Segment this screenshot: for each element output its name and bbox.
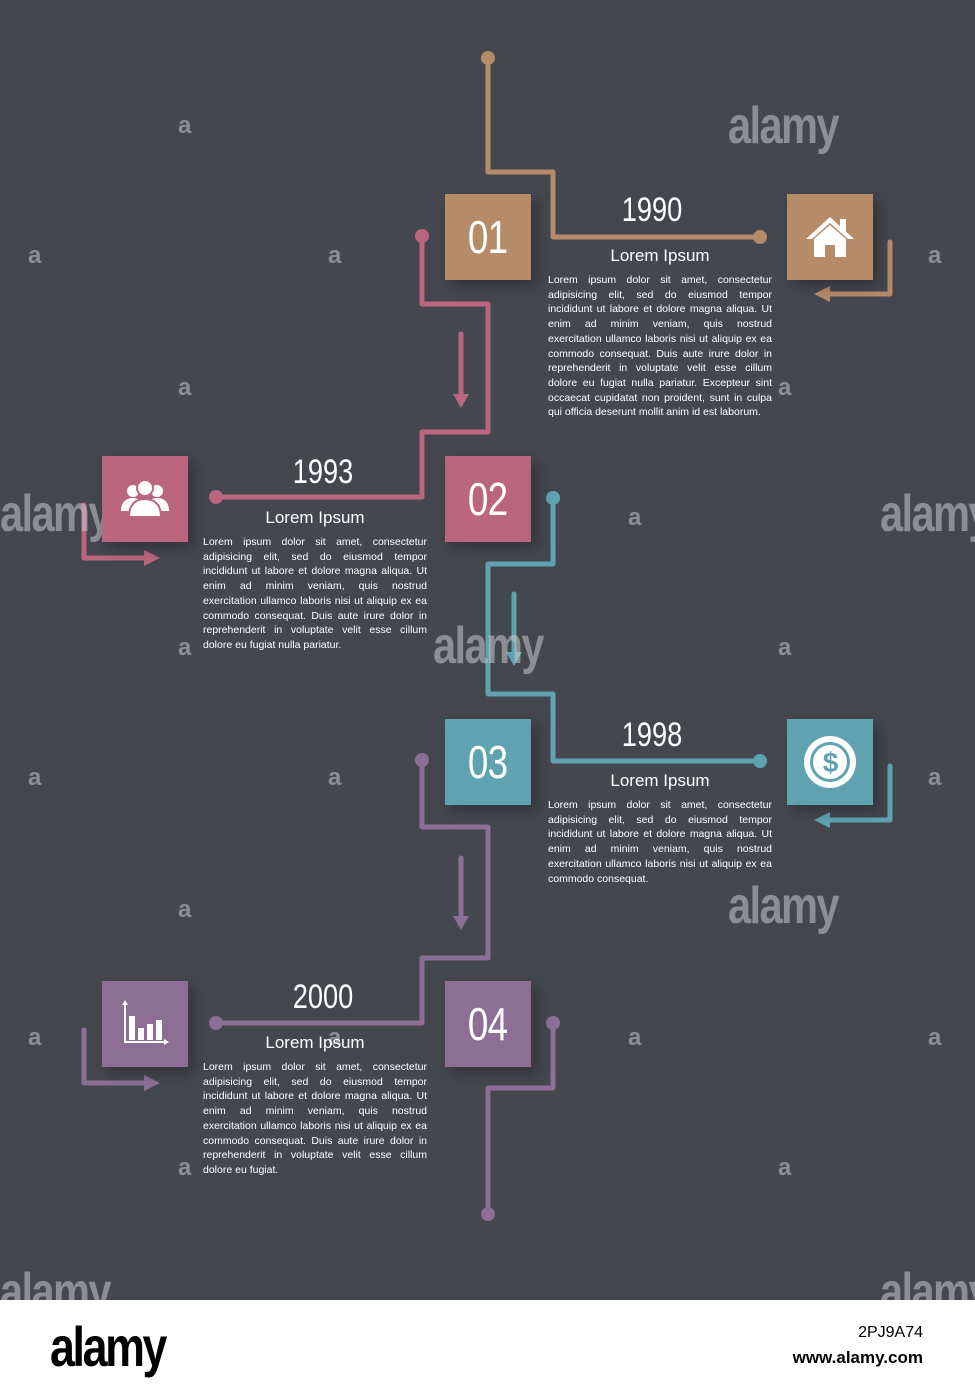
corner-arrow-step-2 [81,502,151,561]
arrowhead [453,916,469,930]
connector-tail [485,1020,556,1217]
home-icon [806,217,854,257]
arrowhead [453,394,469,408]
watermark-small: a [928,1024,942,1051]
step-title: Lorem Ipsum [265,508,365,527]
watermark-small: a [778,634,792,661]
watermark-small: a [928,764,942,791]
watermark: alamy [880,485,975,543]
watermark: alamy [728,97,840,155]
endpoint-dot [209,490,223,504]
watermark-small: a [28,1024,42,1051]
step-number: 02 [468,473,508,525]
step-icon-box-04 [102,981,188,1067]
arrowhead [814,286,830,302]
step-description: Lorem ipsum dolor sit amet, consectetur … [203,536,427,651]
watermark-small: a [178,896,192,923]
endpoint-dot [546,491,560,505]
step-number-box-02: 02 [445,456,531,542]
arrowhead [144,550,160,566]
watermark-small: a [778,374,792,401]
step-number-box-04: 04 [445,981,531,1067]
endpoint-dot [481,1207,495,1221]
footer-url: www.alamy.com [792,1348,923,1367]
endpoint-dot [481,51,495,65]
watermark-small: a [328,1024,342,1051]
watermark-small: a [778,1154,792,1181]
timeline-connectors [81,51,893,1221]
watermark: alamy [880,1263,975,1300]
step-description: Lorem ipsum dolor sit amet, consectetur … [548,274,772,419]
corner-arrow-step-3 [823,763,893,823]
endpoint-dot [415,753,429,767]
step-number-box-03: 03 [445,719,531,805]
svg-text:$: $ [823,747,839,778]
endpoint-dot [209,1016,223,1030]
connector-step-1 [485,55,763,240]
connector-step-4 [213,757,491,1026]
watermark: alamy [0,485,112,543]
step-icon-box-03: $ [787,719,873,805]
arrowhead [814,812,830,828]
step-number-box-01: 01 [445,194,531,280]
watermark: alamy [433,617,545,675]
step-icon-box-01 [787,194,873,280]
watermark-small: a [628,1024,642,1051]
footer-logo: alamy [50,1315,167,1378]
dollar-coin-icon: $ [804,736,856,788]
watermark-small: a [628,504,642,531]
watermark-small: a [28,242,42,269]
stock-footer: alamy 2PJ9A74 www.alamy.com [0,1300,975,1390]
connector-step-2 [213,233,491,500]
watermark-small: a [328,242,342,269]
step-number: 01 [468,211,508,263]
step-description: Lorem ipsum dolor sit amet, consectetur … [548,799,772,885]
watermark-small: a [328,764,342,791]
step-title: Lorem Ipsum [610,246,710,265]
endpoint-dot [415,229,429,243]
watermark: alamy [0,1263,112,1300]
watermark-small: a [928,242,942,269]
step-icon-box-02 [102,456,188,542]
step-number: 03 [468,736,508,788]
image-id: 2PJ9A74 [858,1324,923,1341]
watermark: alamy [728,877,840,935]
watermark-small: a [178,374,192,401]
infographic-canvas: alamy alamy alamy alamy alamy alamy alam… [0,51,975,1300]
arrowhead [506,652,522,666]
step-title: Lorem Ipsum [610,771,710,790]
watermark-small: a [28,764,42,791]
bar-chart-icon [122,1000,169,1045]
step-number: 04 [468,998,508,1050]
endpoint-dot [546,1016,560,1030]
watermark-small: a [178,634,192,661]
watermark-small: a [178,1154,192,1181]
watermark-small: a [178,112,192,139]
step-year: 1990 [621,191,683,229]
connector-step-3 [485,495,763,764]
step-year: 1998 [621,716,683,754]
endpoint-dot [753,230,767,244]
corner-arrow-step-4 [81,1027,151,1086]
team-icon [121,479,169,518]
step-description: Lorem ipsum dolor sit amet, consectetur … [203,1061,427,1176]
arrowhead [144,1075,160,1091]
step-year: 2000 [292,978,354,1016]
corner-arrow-step-1 [823,239,893,297]
step-title: Lorem Ipsum [265,1033,365,1052]
step-year: 1993 [292,453,354,491]
endpoint-dot [753,754,767,768]
